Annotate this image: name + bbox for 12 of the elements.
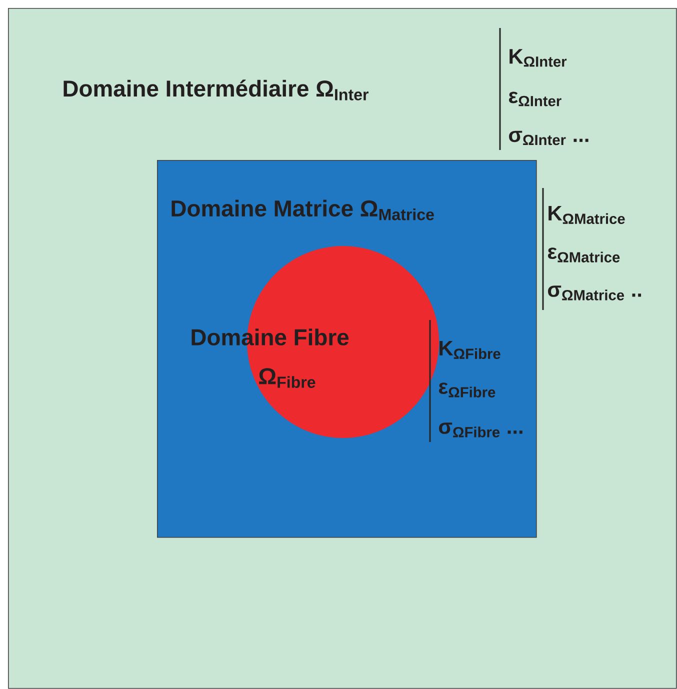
property-label: ε$_{ΩFibre}$ <box>438 382 496 398</box>
property-label: ε$_{ΩInter}$ <box>508 92 562 106</box>
property-label: σ$_{ΩMatrice}$ .. <box>548 286 642 300</box>
domain-title: Domaine Matrice Ω$_{Matrice}$ <box>172 200 434 220</box>
property-label: K$_{ΩFibre}$ <box>440 341 500 360</box>
property-label: σ$_{ΩFibre}$ ... <box>439 422 522 438</box>
property-label: ε$_{ΩMatrice}$ <box>548 248 620 262</box>
domain-title: Domaine Intermédiaire Ω$_{Inter}$ <box>64 80 368 100</box>
property-label: K$_{ΩInter}$ <box>510 49 567 67</box>
property-label: σ$_{ΩInter}$ ... <box>509 130 588 146</box>
property-label: K$_{ΩMatrice}$ <box>548 206 625 224</box>
domain-title: Ω$_{Fibre}$ <box>259 368 316 388</box>
